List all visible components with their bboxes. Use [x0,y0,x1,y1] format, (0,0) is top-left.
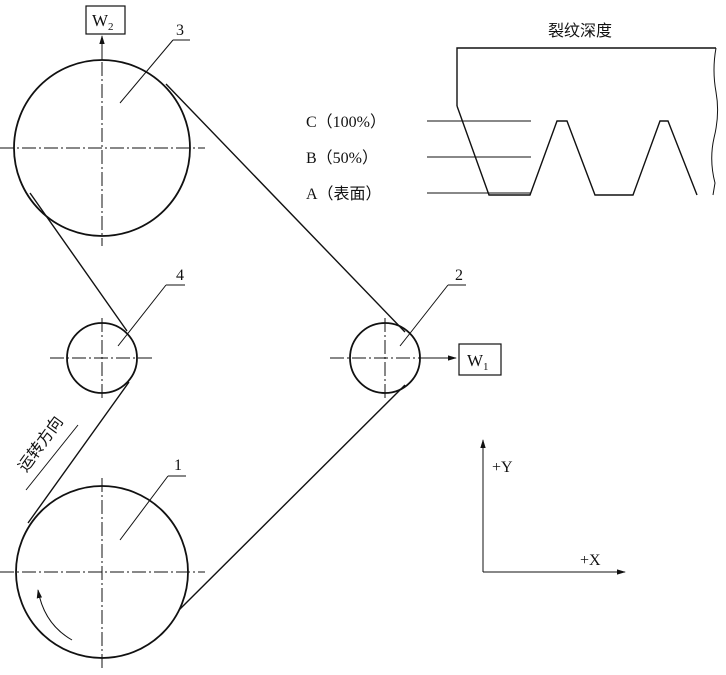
level-b-label: B（50%） [306,149,378,167]
level-c-label: C（100%） [306,113,386,131]
wheel-2: 2 [330,267,466,398]
direction-label: 运转方向 [15,413,67,475]
coordinate-axes: +Y +X [480,439,626,575]
belt-segment-3-2 [165,83,406,333]
crack-profile [456,105,698,196]
x-axis-label: +X [580,552,601,569]
belt-segment-1-4 [27,381,130,524]
wheel-1-label: 1 [174,457,182,474]
load-w2-label: W2 [92,11,114,33]
wheel-4-label: 4 [176,267,184,284]
wheel-1: 1 [0,457,205,670]
wheel-4-leader [117,284,167,347]
wheel-2-label: 2 [455,267,463,284]
crack-depth-inset: 裂纹深度 C（100%） B（50%） A（表面） [306,22,719,203]
load-w2: W2 [85,5,126,60]
wheel-2-leader [399,284,449,347]
direction-indicator: 运转方向 [15,413,79,491]
wheel-3-label: 3 [176,22,184,39]
load-w1-label: W1 [467,351,489,373]
belt-segment-2-1 [178,384,406,611]
load-w1: W1 [420,343,502,376]
rotation-arrow-icon [36,589,73,641]
level-a-label: A（表面） [306,185,382,203]
wheel-1-leader [119,475,169,541]
crack-depth-title: 裂纹深度 [548,22,612,40]
inset-break-line [711,47,719,196]
y-axis-label: +Y [492,459,513,476]
wheel-3-leader [119,39,174,104]
inset-body-outline [456,47,716,106]
load-w2-box [85,5,126,35]
direction-line [25,424,79,491]
wheel-4: 4 [50,267,185,398]
load-w1-box [458,343,502,376]
